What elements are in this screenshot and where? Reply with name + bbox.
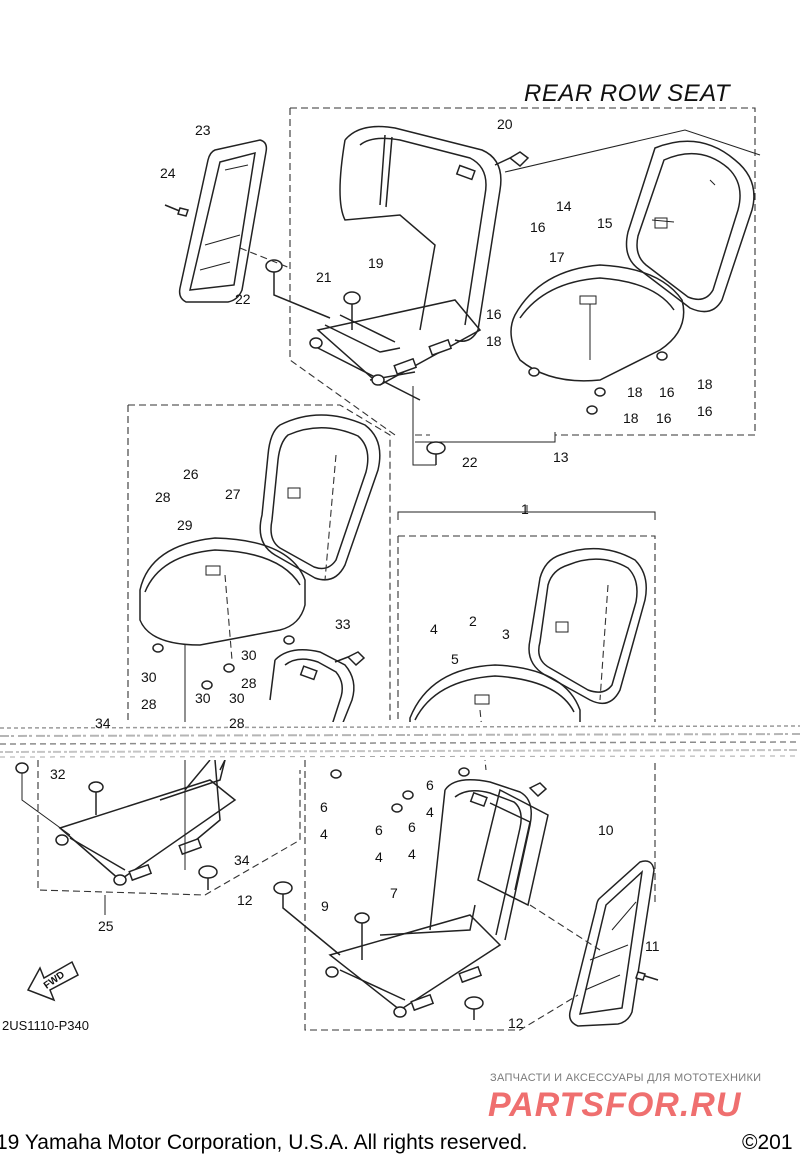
callout-1: 1 (521, 501, 529, 517)
callout-34-bottom: 34 (234, 852, 250, 868)
callout-16-mid: 16 (486, 306, 502, 322)
callout-16-a: 16 (659, 384, 675, 400)
left-seat-assembly-25 (15, 404, 391, 915)
callout-18-mid: 18 (486, 333, 502, 349)
callout-16-b: 16 (656, 410, 672, 426)
callout-18-a: 18 (627, 384, 643, 400)
callout-9: 9 (321, 898, 329, 914)
bolt-12-bottom (464, 996, 484, 1020)
callout-19: 19 (368, 255, 384, 271)
callout-23: 23 (195, 122, 211, 138)
seat-back-26 (259, 414, 381, 581)
callout-4-d: 4 (408, 846, 416, 862)
seat-frame-19 (309, 125, 502, 401)
callout-32: 32 (50, 766, 66, 782)
callout-6-d: 6 (408, 819, 416, 835)
right-seat-assembly-1 (273, 505, 659, 1031)
callout-30-b: 30 (141, 669, 157, 685)
callout-22-left: 22 (235, 291, 251, 307)
seat-cushion-16 (510, 264, 685, 415)
bolt-12-left (273, 881, 341, 956)
callout-15: 15 (597, 215, 613, 231)
callout-6-c: 6 (375, 822, 383, 838)
callout-16-top: 16 (530, 219, 546, 235)
watermark-brand: PARTSFOR.RU (488, 1086, 742, 1124)
callout-24: 24 (160, 165, 176, 181)
callout-4-c: 4 (375, 849, 383, 865)
callout-2: 2 (469, 613, 477, 629)
bolt-33 (334, 651, 366, 667)
diagram-code: 2US1110-P340 (2, 1018, 89, 1033)
diagram-title: REAR ROW SEAT (524, 80, 731, 107)
bolt-22-left (265, 259, 331, 319)
rear-row-seat-assembly (164, 107, 761, 466)
callout-10: 10 (598, 822, 614, 838)
side-panel-23 (178, 139, 291, 303)
callout-18-b: 18 (623, 410, 639, 426)
screw-24 (164, 204, 189, 217)
bolt-22-bottom (412, 386, 446, 466)
seat-back-14 (625, 140, 755, 313)
callout-4-a: 4 (426, 804, 434, 820)
callout-12-bottom: 12 (508, 1015, 524, 1031)
callout-34-top: 34 (95, 715, 111, 731)
callout-26: 26 (183, 466, 199, 482)
nut-21 (343, 291, 361, 330)
nut-32 (88, 781, 104, 815)
callout-28-top: 28 (155, 489, 171, 505)
callout-30-d: 30 (229, 690, 245, 706)
callout-4-top: 4 (430, 621, 438, 637)
callout-22-bottom: 22 (462, 454, 478, 470)
callout-28-c: 28 (229, 715, 245, 731)
callout-27: 27 (225, 486, 241, 502)
callout-20: 20 (497, 116, 513, 132)
callout-12-left: 12 (237, 892, 253, 908)
side-panel-10 (529, 860, 655, 1027)
screw-11 (635, 971, 659, 981)
callout-6-b: 6 (320, 799, 328, 815)
bolt-20 (494, 151, 530, 168)
callout-33: 33 (335, 616, 351, 632)
callout-14: 14 (556, 198, 572, 214)
seat-cushion-28 (139, 537, 306, 690)
callout-3: 3 (502, 626, 510, 642)
bolt-34-bottom (198, 865, 218, 890)
callout-13: 13 (553, 449, 569, 465)
bolt-34-top (15, 762, 71, 836)
callout-21: 21 (316, 269, 332, 285)
callout-11: 11 (645, 938, 660, 954)
seat-frame-left (55, 649, 355, 886)
callout-5: 5 (451, 651, 459, 667)
callout-28-b: 28 (141, 696, 157, 712)
callout-16-right: 16 (697, 403, 713, 419)
watermark-subtitle: ЗАПЧАСТИ И АКСЕССУАРЫ ДЛЯ МОТОТЕХНИКИ (490, 1072, 762, 1084)
copyright-text: 19 Yamaha Motor Corporation, U.S.A. All … (0, 1131, 528, 1154)
callout-17: 17 (549, 249, 565, 265)
callout-28-a: 28 (241, 675, 257, 691)
callout-6-a: 6 (426, 777, 434, 793)
callout-18-right: 18 (697, 376, 713, 392)
callout-4-b: 4 (320, 826, 328, 842)
callout-30-c: 30 (195, 690, 211, 706)
seat-cushion-4 (409, 664, 581, 736)
seat-back-2 (528, 547, 647, 705)
scan-artifact-band (0, 722, 800, 760)
fwd-arrow-icon (26, 960, 79, 1002)
callout-7: 7 (390, 885, 398, 901)
callout-29: 29 (177, 517, 193, 533)
callout-30-a: 30 (241, 647, 257, 663)
copyright-year: ©201 (742, 1131, 793, 1154)
nut-9 (354, 912, 370, 960)
callout-25: 25 (98, 918, 114, 934)
